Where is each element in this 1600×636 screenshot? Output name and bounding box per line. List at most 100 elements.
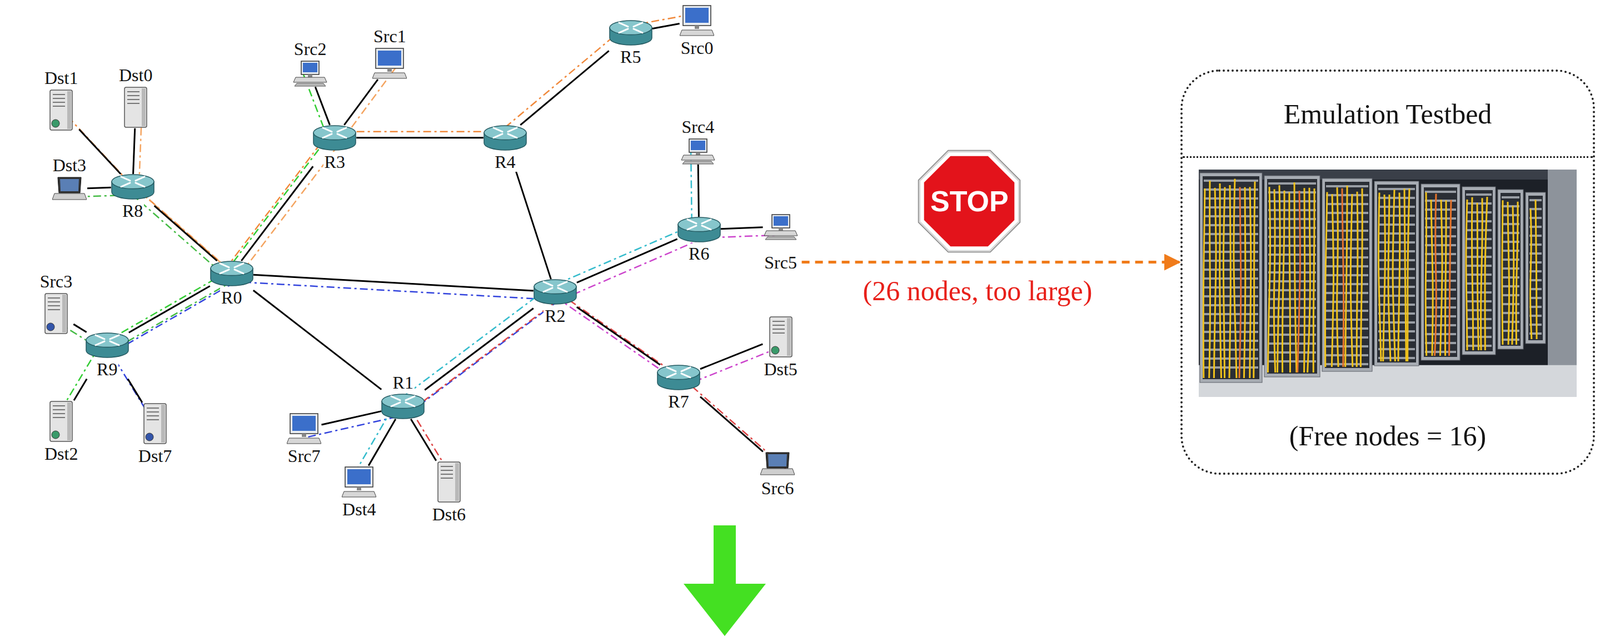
node-label: Dst0: [117, 65, 154, 86]
workstation-icon: [372, 47, 407, 80]
links: [73, 23, 1180, 466]
server-slot: [47, 301, 61, 303]
monitor-frame: [375, 48, 404, 69]
monitor-frame: [301, 61, 319, 75]
monitor-frame: [689, 138, 707, 153]
traffic-flow: [351, 146, 692, 478]
node-label: Src7: [286, 445, 322, 466]
rack-ports: [1466, 282, 1492, 285]
router-node: R0: [210, 260, 254, 308]
router-arrow: [110, 340, 119, 345]
traffic-flow: [56, 14, 692, 268]
rack-ports: [1501, 231, 1520, 234]
router-shape: [210, 261, 253, 286]
server-slot: [52, 93, 66, 96]
rack-ports: [1424, 288, 1457, 291]
server-slot: [52, 97, 66, 99]
desktop-icon: [292, 60, 328, 87]
router-arrow: [121, 176, 131, 181]
router-icon: [381, 393, 425, 420]
rack-cable: [1229, 185, 1231, 378]
rack-cable: [1219, 183, 1222, 378]
server-case: [437, 461, 461, 502]
rack-ports: [1378, 241, 1415, 244]
node-label: R5: [619, 46, 642, 67]
router-node: R9: [85, 332, 129, 380]
router-top: [86, 332, 129, 348]
rack-frame: [1199, 172, 1263, 383]
server-slot: [146, 415, 159, 417]
rack-ports: [1466, 220, 1492, 223]
rack-cable: [1350, 193, 1353, 367]
rack-ports: [1203, 179, 1259, 182]
stop-text: STOP: [930, 186, 1009, 216]
server-badge: [51, 119, 60, 128]
monitor-stand: [356, 486, 362, 491]
rack-cable: [1289, 191, 1290, 373]
router-icon: [483, 125, 527, 151]
node-label: Src5: [763, 252, 799, 273]
network-link: [424, 307, 534, 390]
stop-sign: STOP: [913, 145, 1025, 257]
note-label: (26 nodes, too large): [860, 274, 1095, 307]
laptop-screen: [768, 454, 787, 467]
pc-shape: [679, 5, 715, 36]
server-slot: [772, 332, 785, 334]
rack-cable: [1360, 188, 1363, 367]
rack-ports: [1501, 196, 1520, 199]
server-side: [62, 294, 67, 333]
router-shape: [534, 279, 577, 304]
rack-cable: [1388, 194, 1391, 362]
server-host: Dst6: [431, 460, 467, 525]
server-icon: [48, 400, 74, 443]
server-case: [50, 401, 73, 442]
network-link: [576, 306, 661, 365]
router-icon: [609, 20, 653, 46]
node-label: Dst3: [51, 155, 88, 176]
server-slot: [52, 409, 66, 411]
desktop-shape: [764, 214, 798, 240]
server-slot: [127, 95, 140, 97]
server-room-photo: [1198, 169, 1577, 397]
router-node: R7: [656, 364, 701, 412]
router-arrow: [391, 402, 401, 407]
rack-ports: [1424, 226, 1457, 229]
router-top: [534, 279, 577, 294]
rack-ports: [1268, 306, 1317, 309]
photo-backdrop: [1198, 169, 1577, 397]
server-slot: [772, 320, 785, 322]
node-label: R2: [543, 305, 567, 326]
rack-cable: [1444, 200, 1447, 356]
monitor-stand: [387, 68, 392, 72]
server-shape: [437, 461, 461, 502]
router-arrow: [557, 281, 567, 286]
router-arrow: [507, 127, 517, 132]
keyboard: [679, 30, 715, 36]
server-slot: [772, 328, 785, 330]
router-arrow: [110, 334, 119, 339]
router-arrow: [666, 367, 676, 372]
traffic-flow: [53, 73, 328, 422]
laptop-icon: [760, 451, 795, 477]
server-icon: [436, 460, 462, 503]
monitor-screen: [685, 7, 709, 23]
workstation-host: Dst4: [341, 465, 377, 520]
server-slot: [52, 101, 66, 103]
rack-cable: [1294, 182, 1297, 373]
router-arrow: [543, 281, 553, 286]
rack-cable: [1313, 188, 1315, 373]
rack-ports: [1424, 190, 1457, 193]
server-side: [67, 402, 72, 441]
server-icon: [122, 86, 149, 129]
server-slot: [52, 405, 66, 407]
rack-ports: [1466, 273, 1492, 276]
traffic-flow: [560, 234, 786, 386]
router-node: R6: [677, 216, 721, 264]
rack-cable: [1297, 190, 1301, 373]
testbed-divider: [1182, 156, 1593, 158]
rack-cable: [1507, 201, 1509, 345]
node-label: Src4: [680, 116, 716, 137]
rack-cable: [1342, 188, 1344, 367]
monitor-stand: [307, 74, 313, 78]
server-badge: [771, 346, 780, 355]
